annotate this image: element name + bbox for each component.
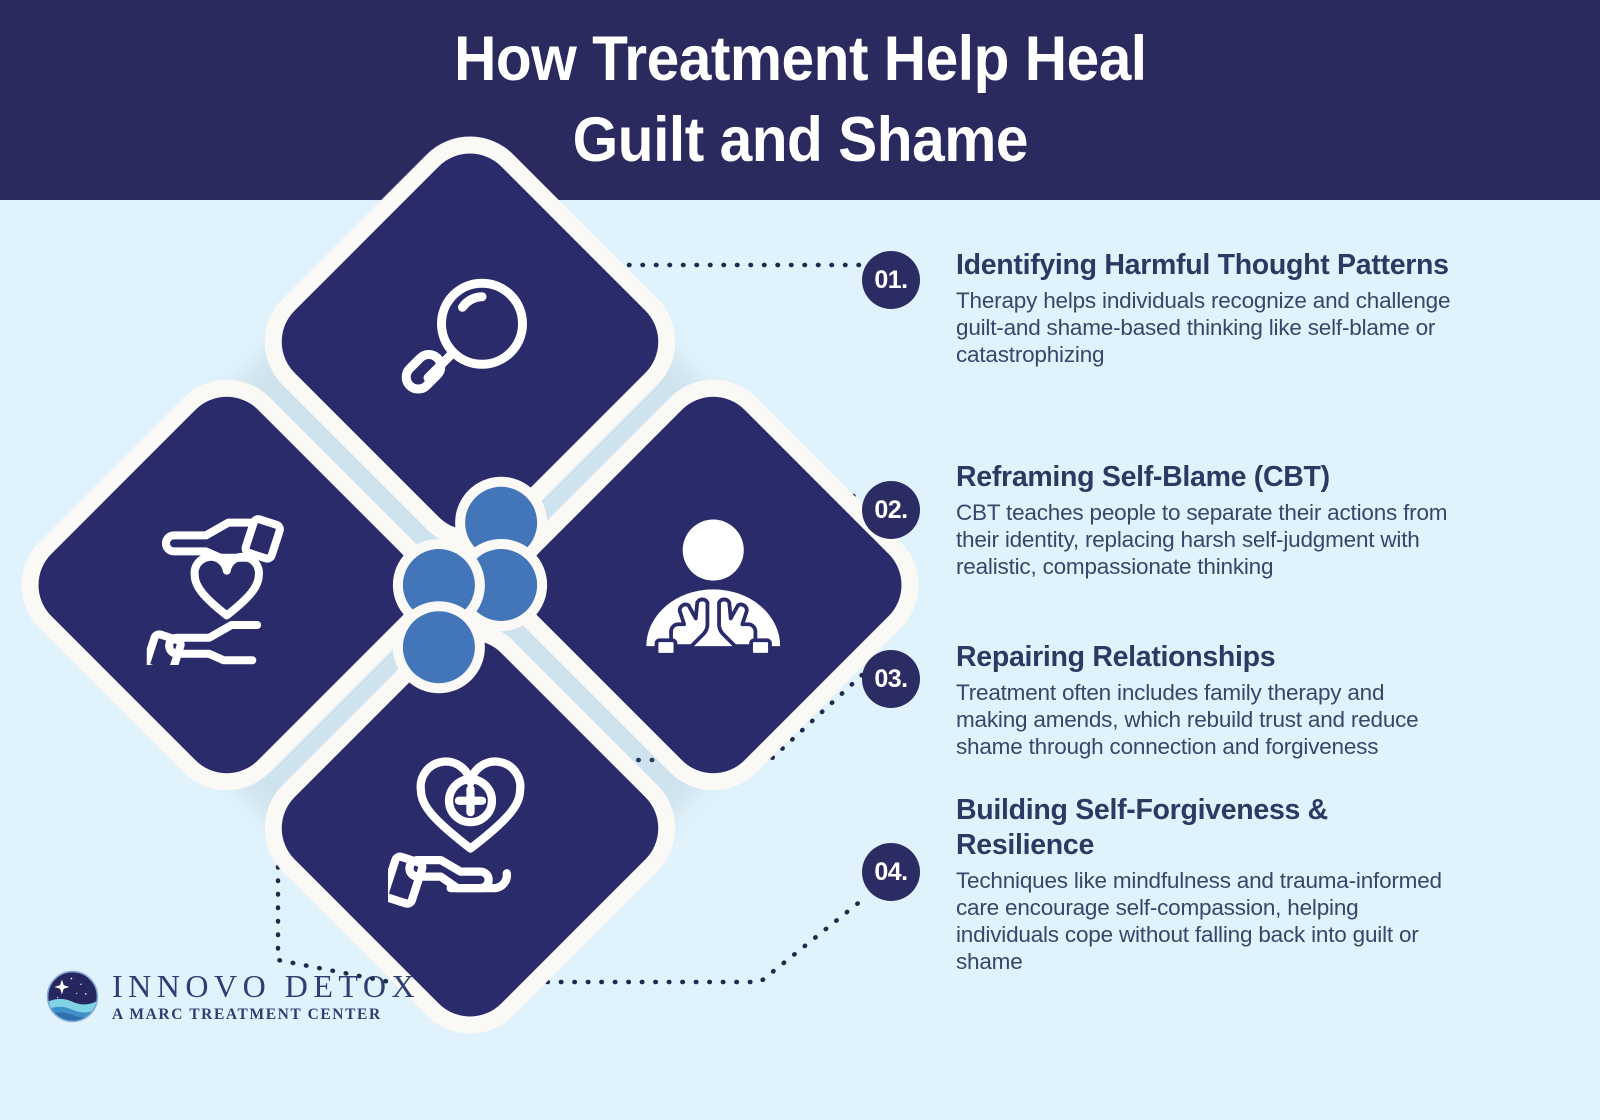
brand-logo[interactable]: INNOVO DETOX A MARC TREATMENT CENTER xyxy=(46,970,420,1023)
step-badge-01: 01. xyxy=(862,251,920,309)
step-desc-03: Treatment often includes family therapy … xyxy=(956,679,1419,760)
diamond-tile-identifying[interactable] xyxy=(263,135,677,549)
connector-path-01 xyxy=(557,262,865,303)
step-title-01: Identifying Harmful Thought Patterns xyxy=(956,249,1449,281)
logo-tagline: A MARC TREATMENT CENTER xyxy=(112,1006,382,1024)
connector-lines xyxy=(275,262,865,985)
step-desc-02: CBT teaches people to separate their act… xyxy=(956,499,1448,580)
diamond-tile-repairing[interactable] xyxy=(263,621,677,1035)
page-title: How Treatment Help Heal Guilt and Shame xyxy=(453,24,1147,175)
header-band: How Treatment Help Heal Guilt and Shame xyxy=(0,0,1600,200)
step-title-03: Repairing Relationships xyxy=(956,641,1276,673)
diamond-tile-resilience[interactable] xyxy=(20,378,434,792)
step-title-04: Building Self-Forgiveness & Resilience xyxy=(956,794,1328,861)
diamond-tile-reframing[interactable] xyxy=(506,378,920,792)
hand-heart-medical-cross-icon xyxy=(324,682,616,974)
infographic-body: 01. Identifying Harmful Thought Patterns… xyxy=(0,135,1600,1100)
step-badge-04: 04. xyxy=(862,843,920,901)
diamond-graphic xyxy=(20,135,920,1035)
connector-path-04 xyxy=(275,837,865,985)
step-row[interactable]: 01. Identifying Harmful Thought Patterns… xyxy=(862,248,1456,368)
night-sky-waves-circle-logo-icon xyxy=(46,970,99,1023)
logo-name: INNOVO DETOX xyxy=(112,968,421,1005)
step-desc-04: Techniques like mindfulness and trauma-i… xyxy=(956,867,1442,975)
step-badge-02: 02. xyxy=(862,481,920,539)
step-row[interactable]: 04. Building Self-Forgiveness & Resilien… xyxy=(862,793,1456,975)
connector-path-03 xyxy=(605,672,865,763)
step-row[interactable]: 03. Repairing Relationships Treatment of… xyxy=(862,640,1456,760)
step-desc-01: Therapy helps individuals recognize and … xyxy=(956,287,1451,368)
person-self-hug-icon xyxy=(567,439,859,731)
step-title-02: Reframing Self-Blame (CBT) xyxy=(956,461,1330,493)
step-badge-03: 03. xyxy=(862,650,920,708)
step-row[interactable]: 02. Reframing Self-Blame (CBT) CBT teach… xyxy=(862,460,1456,580)
hands-holding-heart-icon xyxy=(81,439,373,731)
magnifying-glass-icon xyxy=(324,196,616,488)
